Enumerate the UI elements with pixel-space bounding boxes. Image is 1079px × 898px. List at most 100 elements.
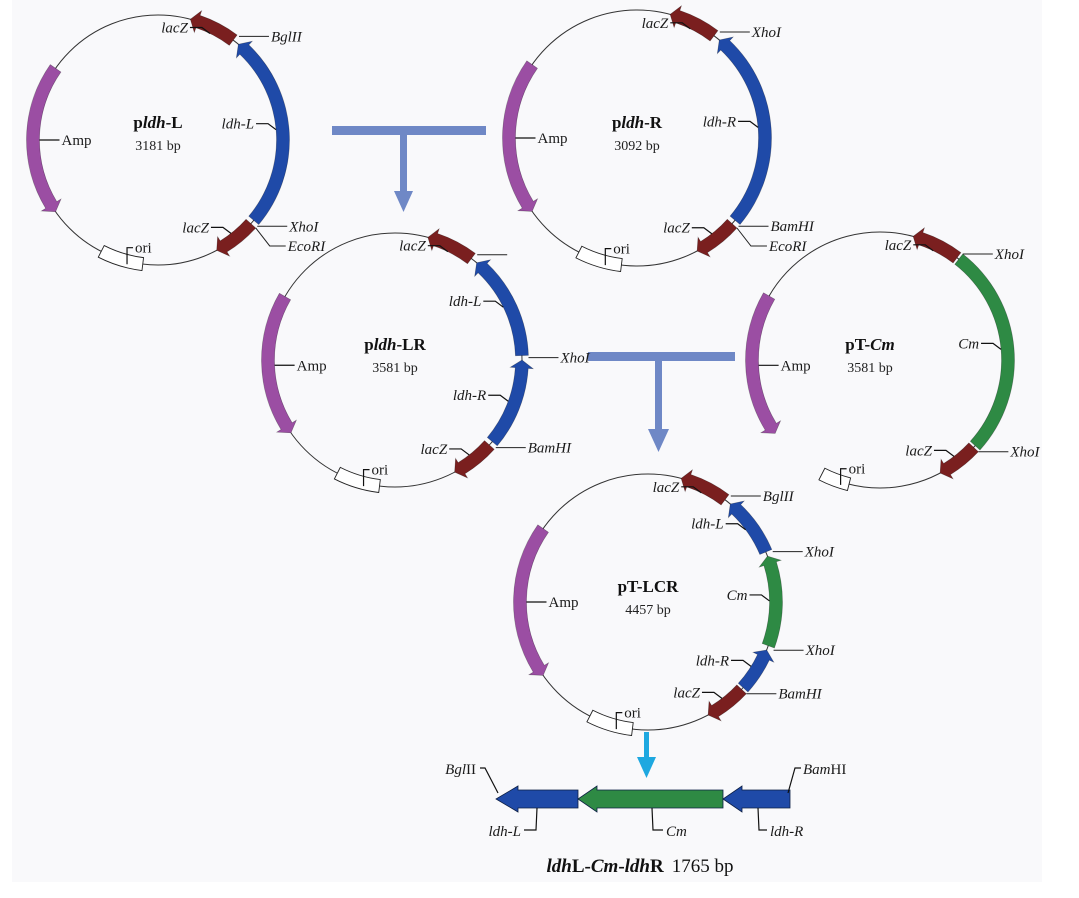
- ori-box: [333, 466, 381, 494]
- ori-leader: [126, 247, 134, 265]
- excision-arrow: [637, 732, 656, 778]
- ldh-leader: [488, 394, 509, 402]
- plasmid-name-prefix: p: [612, 113, 621, 132]
- lacz-leader: [933, 449, 955, 457]
- restriction-site-label: XhoI: [1009, 445, 1040, 461]
- plasmid-pldh-LR: AmplacZldh-Lldh-RlacZoriXhoIBamHIpldh-LR…: [261, 227, 591, 494]
- lacz-feature-arrow: [190, 9, 238, 46]
- restriction-site-label: BamHI: [771, 219, 815, 235]
- site-leader: [736, 227, 767, 247]
- lacz-feature-arrow: [427, 227, 476, 265]
- cm-leader: [749, 594, 770, 602]
- plasmid-size: 3581 bp: [847, 361, 893, 376]
- plasmid-name: pT-LCR: [618, 577, 680, 596]
- cassette-ldh-R-arrow: [722, 785, 791, 813]
- lacz-leader: [189, 26, 211, 34]
- plasmid-name-italic: ldh: [143, 113, 166, 132]
- plasmid-size: 3181 bp: [135, 139, 181, 154]
- plasmid-name-italic: ldh: [374, 335, 397, 354]
- amp-feature-arrow: [502, 60, 539, 212]
- lacz-feature-arrow: [216, 218, 257, 257]
- restriction-site-label: XhoI: [804, 545, 835, 561]
- excision-arrow-head: [637, 757, 656, 778]
- lacz-feature-arrow: [707, 684, 747, 722]
- lacz-feature-arrow: [680, 468, 730, 506]
- ldh-leader: [256, 123, 277, 131]
- plasmid-name-suffix: -LR: [396, 335, 426, 354]
- amp-label: Amp: [538, 131, 568, 147]
- lacz-feature-arrow: [912, 226, 962, 264]
- plasmid-name: pldh-L: [133, 113, 182, 132]
- ldh-label: ldh-R: [453, 388, 486, 404]
- lacz-label: lacZ: [663, 221, 690, 237]
- ldh-leader: [725, 523, 747, 531]
- lacz-leader: [701, 691, 723, 699]
- amp-feature-arrow: [513, 524, 550, 676]
- connector-1-arrowhead: [394, 191, 413, 212]
- plasmid-pT-LCR: AmplacZldh-LCmldh-RlacZoriBglIIXhoIXhoIB…: [513, 468, 836, 736]
- lacz-leader: [427, 245, 449, 253]
- bamHI-leader: [787, 767, 801, 794]
- amp-label: Amp: [297, 358, 327, 374]
- restriction-site-label: BglII: [763, 489, 795, 505]
- ori-label: ori: [624, 706, 641, 722]
- cassette-bglII-label: BglII: [445, 762, 476, 778]
- caption-part-6: R: [650, 856, 664, 877]
- restriction-site-label: EcoRI: [768, 239, 807, 255]
- caption-part-4: -: [618, 856, 624, 877]
- lacz-leader: [913, 244, 934, 252]
- caption-part-3: Cm: [591, 856, 618, 877]
- plasmid-name: pT-Cm: [845, 335, 894, 354]
- cassette-Cm-arrow: [577, 785, 724, 813]
- ldh-leader: [483, 300, 504, 308]
- ldh-feature-arrow: [727, 500, 773, 555]
- restriction-site-label: BamHI: [528, 441, 572, 457]
- amp-feature-arrow: [261, 292, 298, 434]
- ori-leader: [362, 469, 370, 487]
- ldh-label: ldh-R: [696, 653, 729, 669]
- caption-part-5: ldh: [625, 856, 650, 877]
- connector-2-stem: [655, 361, 662, 429]
- cassette-bamHI-label: BamHI: [803, 762, 846, 778]
- bglII-rest: II: [466, 762, 476, 778]
- ldh-label: ldh-L: [449, 294, 482, 310]
- restriction-site-label: BamHI: [778, 687, 822, 703]
- connector-1-bar: [332, 126, 486, 135]
- plasmid-name: pldh-R: [612, 113, 663, 132]
- caption-part-2: L-: [572, 856, 591, 877]
- plasmid-name-suffix: -L: [166, 113, 183, 132]
- caption-size: 1765 bp: [672, 856, 734, 877]
- plasmid-name: pldh-LR: [364, 335, 426, 354]
- cm-feature-arrow: [954, 253, 1015, 451]
- connector-2-bar: [588, 352, 735, 361]
- bglII-leader: [480, 767, 499, 794]
- lacz-leader: [681, 486, 702, 494]
- bglII-italic: Bgl: [445, 762, 466, 778]
- ori-label: ori: [613, 242, 630, 258]
- lacz-label: lacZ: [673, 685, 700, 701]
- ori-label: ori: [135, 241, 152, 257]
- plasmid-name-italic: ldh: [621, 113, 644, 132]
- cm-feature-arrow: [758, 555, 783, 649]
- cassette-ldh-L-arrow: [495, 785, 579, 813]
- restriction-site-label: XhoI: [751, 25, 782, 41]
- restriction-site-label: XhoI: [994, 247, 1025, 263]
- ldh-R-leader: [757, 807, 767, 831]
- lacz-leader: [691, 227, 713, 235]
- site-leader: [255, 227, 286, 247]
- cassette-ldh-R-label: ldh-R: [770, 824, 803, 840]
- lacz-label: lacZ: [161, 20, 188, 36]
- lacz-label: lacZ: [421, 442, 448, 458]
- lacz-label: lacZ: [182, 220, 209, 236]
- ldh-feature-arrow: [486, 359, 535, 447]
- cm-label: Cm: [958, 336, 979, 352]
- lacz-label: lacZ: [905, 443, 932, 459]
- restriction-site-label: XhoI: [559, 351, 590, 367]
- ldh-feature-arrow: [474, 259, 529, 357]
- lacz-feature-arrow: [696, 218, 738, 258]
- restriction-site-label: BglII: [271, 29, 303, 45]
- ldh-leader: [738, 120, 759, 128]
- ldh-label: ldh-L: [222, 117, 255, 133]
- plasmid-name-prefix: pT-: [845, 335, 870, 354]
